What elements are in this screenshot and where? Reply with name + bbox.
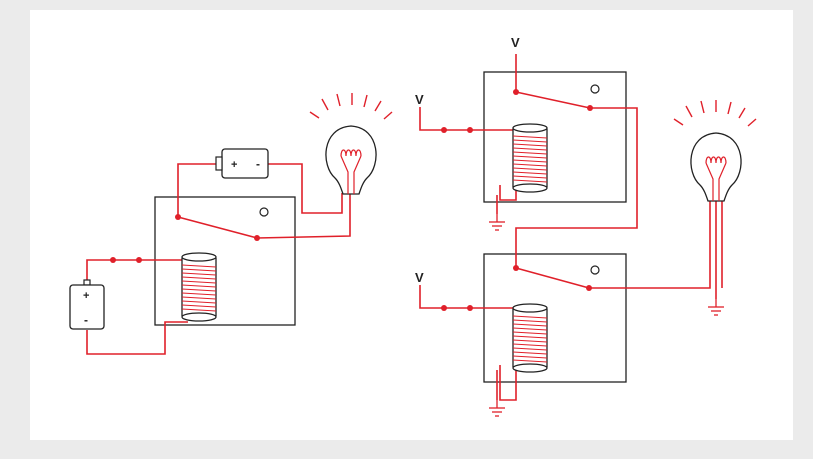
left-relay-circuit: + - + - — [69, 93, 393, 355]
right-bulb-ground-icon — [707, 298, 725, 316]
left-circuit-junctions — [110, 214, 260, 263]
right-top-left-voltage-label: V — [415, 92, 424, 107]
right-bottom-relay-box — [483, 253, 627, 383]
right-bottom-relay-coil — [512, 303, 548, 373]
left-battery-side-plus: + — [83, 290, 89, 302]
right-bottom-ground-icon — [488, 399, 506, 417]
right-circuit-wires — [419, 54, 723, 401]
left-battery-side: + - — [69, 279, 105, 330]
right-circuit-junctions — [441, 89, 593, 311]
left-circuit-wires — [86, 163, 351, 355]
left-bulb-rays-icon — [309, 93, 393, 120]
right-bottom-relay-terminal-icon — [590, 265, 600, 275]
right-top-relay-terminal-icon — [590, 84, 600, 94]
left-battery-top-minus: - — [256, 157, 260, 171]
right-bottom-left-voltage-label: V — [415, 270, 424, 285]
right-top-relay-coil — [512, 123, 548, 193]
left-battery-top-plus: + — [231, 159, 237, 171]
left-relay-coil — [181, 252, 217, 322]
left-light-bulb-icon — [325, 125, 377, 195]
right-bulb-rays-icon — [673, 100, 757, 127]
right-relay-circuit: V V V — [415, 35, 757, 417]
left-battery-top: + - — [215, 148, 269, 179]
left-relay-terminal-icon — [259, 207, 269, 217]
right-top-voltage-label: V — [511, 35, 520, 50]
right-top-relay-box — [483, 71, 627, 203]
left-battery-side-minus: - — [84, 313, 88, 327]
right-top-ground-icon — [488, 213, 506, 231]
right-light-bulb-icon — [690, 132, 742, 202]
